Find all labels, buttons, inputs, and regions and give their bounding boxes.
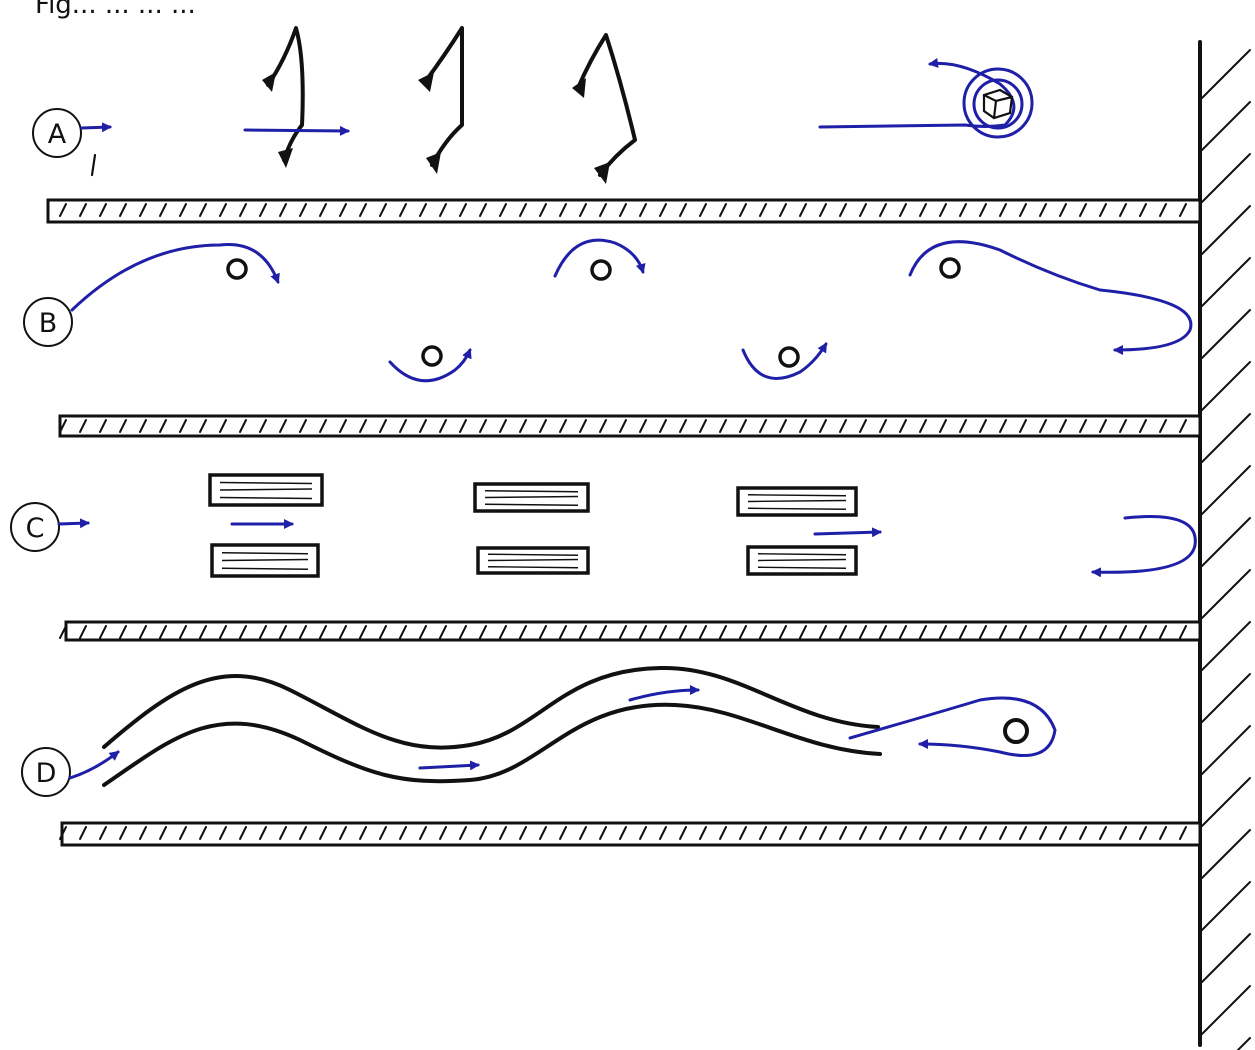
panel-a-flow-arrow xyxy=(245,130,348,131)
panel-c-inlet-arrow xyxy=(59,523,88,524)
plate-obstacle xyxy=(475,484,588,511)
panel-a: A xyxy=(33,28,1032,184)
svg-text:A: A xyxy=(48,119,67,150)
cylinder-obstacle xyxy=(423,347,441,365)
plate-4 xyxy=(60,823,1200,845)
plate-2 xyxy=(60,416,1200,436)
cube-obstacle xyxy=(820,63,1032,137)
panel-c: C xyxy=(11,475,1195,576)
panel-d: D xyxy=(22,668,1055,796)
plate-obstacle xyxy=(748,547,856,574)
svg-text:D: D xyxy=(36,758,57,789)
panel-a-label: A xyxy=(33,109,81,157)
wavy-channel xyxy=(104,668,880,785)
plate-obstacle xyxy=(738,488,856,515)
panel-b-label: B xyxy=(24,298,72,346)
right-wall xyxy=(1200,42,1250,1050)
svg-text:C: C xyxy=(26,513,45,544)
plate-obstacle xyxy=(212,545,318,576)
plate-3 xyxy=(60,622,1200,640)
plate-obstacle xyxy=(478,548,588,573)
cylinder-obstacle xyxy=(1005,720,1027,742)
plate-obstacle xyxy=(210,475,322,505)
flag-obstacle-3 xyxy=(572,35,635,184)
panel-b: B xyxy=(24,240,1191,381)
plate-1 xyxy=(48,200,1200,222)
stray-mark xyxy=(92,155,95,175)
flag-obstacle-1 xyxy=(262,28,303,168)
flag-obstacle-2 xyxy=(418,28,462,174)
panel-d-label: D xyxy=(22,748,70,796)
vortex-arrow xyxy=(555,240,643,276)
wall-return-flow xyxy=(1093,517,1195,573)
channel-flow-arrow xyxy=(420,765,478,768)
channel-flow-arrow xyxy=(630,690,698,700)
panel-b-inlet-flow xyxy=(72,244,278,310)
panel-c-flow-arrow xyxy=(815,532,880,534)
cylinder-obstacle xyxy=(941,259,959,277)
plate-obstacles xyxy=(210,475,856,576)
panel-c-label: C xyxy=(11,503,59,551)
wall-hatching xyxy=(1202,50,1250,1050)
svg-text:B: B xyxy=(39,308,58,339)
panel-d-inlet-arrow xyxy=(70,752,118,778)
cylinder-obstacle xyxy=(780,348,798,366)
cylinder-obstacle xyxy=(592,261,610,279)
panel-a-inlet-arrow xyxy=(82,127,110,128)
cylinder-obstacle xyxy=(228,260,246,278)
